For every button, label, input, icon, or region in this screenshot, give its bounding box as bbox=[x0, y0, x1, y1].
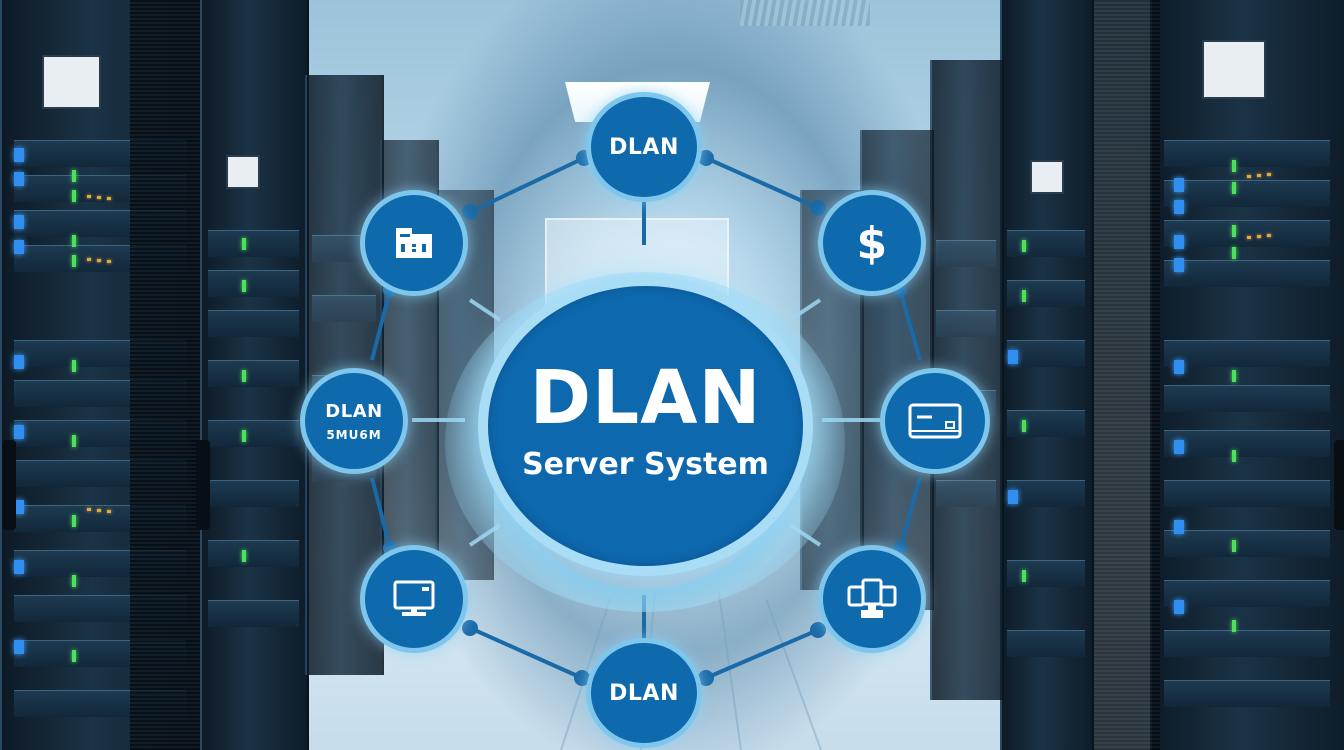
node-top-right-dollar[interactable]: $ bbox=[818, 190, 926, 296]
node-left-label: DLAN bbox=[325, 400, 383, 422]
node-bottom-label: DLAN bbox=[609, 680, 679, 706]
building-icon bbox=[394, 226, 434, 260]
node-top-left-building[interactable] bbox=[360, 190, 468, 296]
dollar-icon: $ bbox=[856, 217, 888, 269]
rack-door-handle bbox=[1334, 440, 1344, 530]
network-computers-icon bbox=[847, 577, 897, 621]
ceiling-vent bbox=[740, 0, 870, 26]
node-left-dlan[interactable]: DLAN 5MU6M bbox=[300, 368, 408, 474]
server-rack-left-2 bbox=[196, 0, 309, 750]
rack-label bbox=[1202, 40, 1266, 99]
hub-title: DLAN bbox=[529, 354, 762, 441]
node-top-dlan[interactable]: DLAN bbox=[586, 92, 702, 202]
node-top-label: DLAN bbox=[609, 134, 679, 160]
node-bottom-right-network[interactable] bbox=[818, 545, 926, 653]
hub-node-dlan-server-system[interactable]: DLAN Server System bbox=[478, 276, 813, 576]
hub-subtitle: Server System bbox=[522, 446, 769, 482]
node-bottom-left-monitor[interactable] bbox=[360, 545, 468, 653]
node-right-card[interactable] bbox=[880, 368, 990, 474]
node-bottom-dlan[interactable]: DLAN bbox=[586, 638, 702, 748]
monitor-icon bbox=[392, 579, 436, 619]
credit-card-icon bbox=[908, 403, 962, 439]
rack-door-handle bbox=[2, 440, 16, 530]
server-rack-right-2 bbox=[1000, 0, 1094, 750]
node-left-sublabel: 5MU6M bbox=[326, 427, 382, 442]
rack-label bbox=[42, 55, 101, 109]
